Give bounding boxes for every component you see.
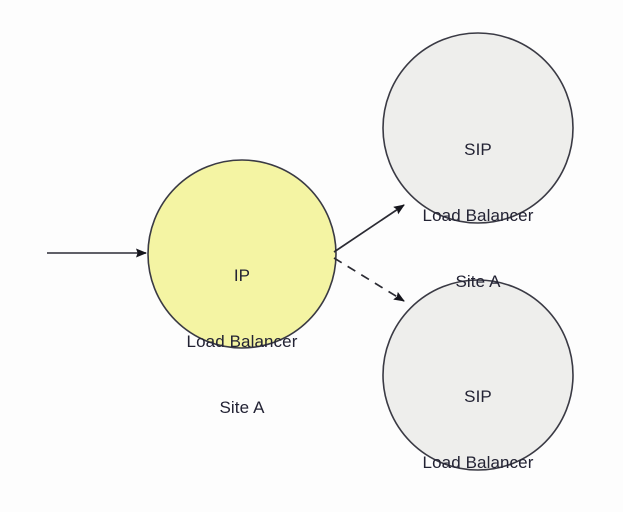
edge-ip-to-sip-top-arrow	[333, 204, 405, 253]
node-sip-load-balancer-site-a-bottom[interactable]	[382, 279, 574, 471]
edge-ip-to-sip-bottom-arrow	[333, 257, 405, 302]
node-sip-load-balancer-site-a-top[interactable]	[382, 32, 574, 224]
node-ip-load-balancer-site-a[interactable]	[147, 159, 337, 349]
